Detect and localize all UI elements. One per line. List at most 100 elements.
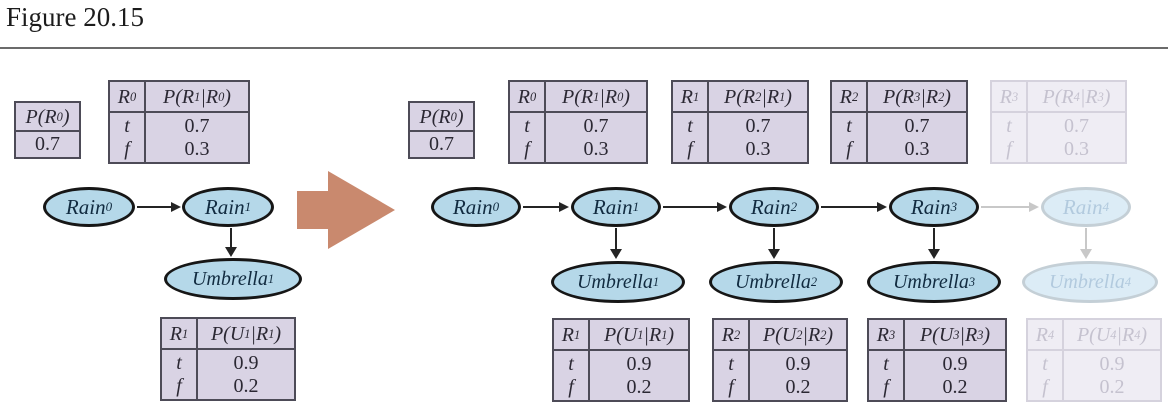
edge-line — [137, 206, 172, 208]
row-value: 0.7 — [583, 114, 609, 137]
row-label: f — [1006, 137, 1012, 160]
edge-rain3-rain4-faded — [981, 201, 1039, 213]
row-label: f — [728, 375, 734, 398]
cpt-row-labels: t f — [510, 113, 546, 162]
row-value: 0.3 — [184, 137, 210, 160]
row-value: 0.2 — [626, 375, 652, 398]
row-value: 0.9 — [785, 352, 811, 375]
cpt-row-values: 0.7 0.3 — [146, 113, 248, 162]
edge-arrowhead-icon — [610, 249, 622, 259]
edge-line — [981, 206, 1030, 208]
cpt-row-labels: t f — [869, 351, 905, 400]
row-value: 0.3 — [904, 137, 930, 160]
edge-arrowhead-icon — [1080, 249, 1092, 259]
row-value: 0.2 — [942, 375, 968, 398]
edge-arrowhead-icon — [559, 202, 569, 212]
edge-arrowhead-icon — [717, 202, 727, 212]
figure-title: Figure 20.15 — [6, 2, 144, 32]
row-label: t — [883, 352, 889, 375]
row-value: 0.9 — [626, 352, 652, 375]
edge-line — [773, 228, 775, 250]
cpt-value-cell: 0.7 — [35, 133, 60, 155]
row-value: 0.9 — [233, 351, 259, 374]
edge-rain0-rain1 — [523, 201, 569, 213]
row-label: t — [176, 351, 182, 374]
cpt-row-values: 0.9 0.2 — [750, 351, 846, 400]
edge-arrowhead-icon — [928, 249, 940, 259]
cpt-row-values: 0.7 0.3 — [709, 113, 807, 162]
edge-line — [230, 228, 232, 248]
row-label: f — [176, 374, 182, 397]
cpt-row-values: 0.7 0.3 — [1028, 113, 1125, 162]
cpt-row-labels: t f — [162, 350, 198, 399]
row-value: 0.2 — [233, 374, 259, 397]
edge-rain1-rain2 — [663, 201, 727, 213]
edge-rain0-rain1-left — [137, 201, 181, 213]
row-label: t — [1042, 352, 1048, 375]
edge-line — [933, 228, 935, 250]
row-value: 0.7 — [1064, 114, 1089, 137]
edge-line — [615, 228, 617, 250]
edge-line — [663, 206, 718, 208]
cpt-row-labels: t f — [110, 113, 146, 162]
row-label: t — [728, 352, 734, 375]
row-label: t — [687, 114, 693, 137]
row-label: f — [883, 375, 889, 398]
cpt-row-values: 0.9 0.2 — [1064, 351, 1160, 400]
row-label: f — [568, 375, 574, 398]
row-value: 0.7 — [184, 114, 210, 137]
cpt-row-values: 0.9 0.2 — [905, 351, 1005, 400]
edge-arrowhead-icon — [877, 202, 887, 212]
edge-arrowhead-icon — [768, 249, 780, 259]
row-value: 0.3 — [745, 137, 771, 160]
row-label: f — [524, 137, 530, 160]
unroll-arrow-icon — [297, 171, 395, 249]
cpt-row-labels: t f — [673, 113, 709, 162]
edge-rain3-umbrella3 — [927, 228, 941, 259]
edge-rain2-umbrella2 — [767, 228, 781, 259]
edge-rain4-umbrella4-faded — [1079, 228, 1093, 259]
row-value: 0.9 — [942, 352, 968, 375]
edge-rain1-umbrella1-left — [224, 228, 238, 257]
cpt-row-labels: t f — [832, 113, 868, 162]
edge-rain2-rain3 — [821, 201, 887, 213]
cpt-row-labels: t f — [554, 351, 590, 400]
edge-arrowhead-icon — [1029, 202, 1039, 212]
edge-line — [1085, 228, 1087, 250]
cpt-row-labels: t f — [992, 113, 1028, 162]
row-label: f — [124, 137, 130, 160]
divider-rule — [0, 47, 1168, 49]
cpt-row-values: 0.7 0.3 — [546, 113, 646, 162]
